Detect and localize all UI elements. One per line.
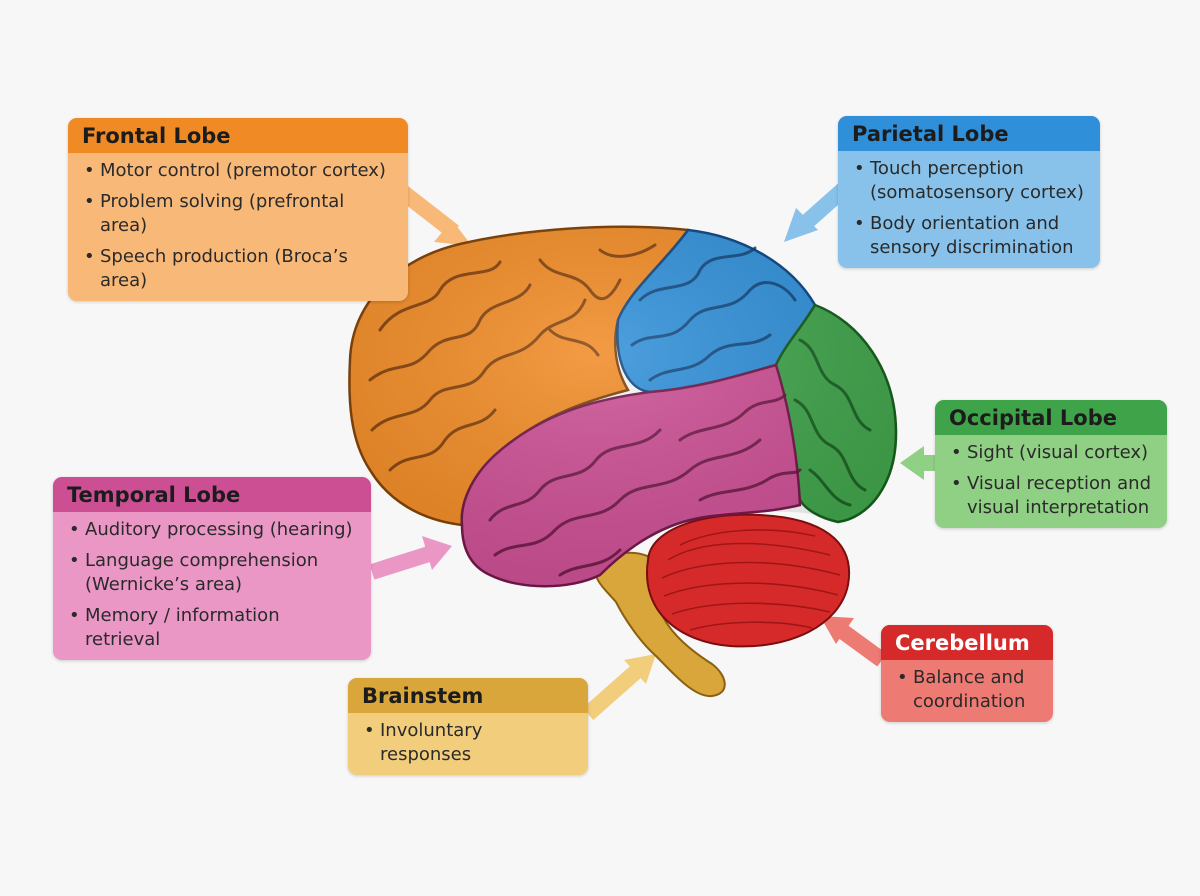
occipital-lobe-list: Sight (visual cortex) Visual reception a… <box>935 435 1167 528</box>
temporal-item-1-line-0: Language comprehension <box>85 550 319 571</box>
temporal-item-2-line-0: Memory / information retrieval <box>85 605 280 650</box>
temporal-item-0: Auditory processing (hearing) <box>69 518 359 542</box>
temporal-item-1-line-1: (Wernicke’s area) <box>85 574 243 595</box>
frontal-item-2: Speech production (Broca’s area) <box>84 245 396 293</box>
frontal-arrow <box>395 183 472 246</box>
temporal-lobe-title: Temporal Lobe <box>53 477 371 512</box>
brainstem-label: Brainstem Involuntary responses <box>348 678 588 775</box>
parietal-lobe-list: Touch perception (somatosensory cortex) … <box>838 151 1100 268</box>
cerebellum-item-0: Balance and coordination <box>897 666 1041 714</box>
cerebellum-region <box>645 513 851 648</box>
parietal-lobe-title: Parietal Lobe <box>838 116 1100 151</box>
parietal-item-1: Body orientation and sensory discriminat… <box>854 212 1088 260</box>
parietal-lobe-label: Parietal Lobe Touch perception (somatose… <box>838 116 1100 268</box>
frontal-lobe-title: Frontal Lobe <box>68 118 408 153</box>
brain-illustration <box>348 225 898 698</box>
cerebellum-title: Cerebellum <box>881 625 1053 660</box>
parietal-item-0-line-0: Touch perception <box>870 158 1024 179</box>
frontal-lobe-label: Frontal Lobe Motor control (premotor cor… <box>68 118 408 301</box>
frontal-item-1: Problem solving (prefrontal area) <box>84 190 396 238</box>
temporal-lobe-label: Temporal Lobe Auditory processing (heari… <box>53 477 371 660</box>
cerebellum-folds <box>661 529 841 631</box>
parietal-item-1-line-0: Body orientation and <box>870 213 1060 234</box>
occipital-item-0-line-0: Sight (visual cortex) <box>967 442 1149 463</box>
brainstem-title: Brainstem <box>348 678 588 713</box>
temporal-arrow <box>369 536 452 580</box>
brainstem-item-0: Involuntary responses <box>364 719 576 767</box>
parietal-item-1-line-1: sensory discrimination <box>870 237 1074 258</box>
parietal-arrow <box>784 182 851 242</box>
temporal-lobe-list: Auditory processing (hearing) Language c… <box>53 512 371 660</box>
connector-arrows <box>369 182 940 720</box>
cerebellum-item-0-line-1: coordination <box>913 691 1026 712</box>
parietal-item-0-line-1: (somatosensory cortex) <box>870 182 1084 203</box>
occipital-item-1-line-0: Visual reception and <box>967 473 1151 494</box>
temporal-item-1: Language comprehension (Wernicke’s area) <box>69 549 359 597</box>
temporal-item-2: Memory / information retrieval <box>69 604 359 652</box>
frontal-item-0: Motor control (premotor cortex) <box>84 159 396 183</box>
brainstem-arrow <box>582 654 656 720</box>
parietal-item-0: Touch perception (somatosensory cortex) <box>854 157 1088 205</box>
frontal-lobe-list: Motor control (premotor cortex) Problem … <box>68 153 408 301</box>
cerebellum-arrow <box>820 616 887 667</box>
occipital-lobe-title: Occipital Lobe <box>935 400 1167 435</box>
cerebellum-item-0-line-0: Balance and <box>913 667 1025 688</box>
occipital-arrow <box>900 446 940 480</box>
cerebellum-list: Balance and coordination <box>881 660 1053 722</box>
cerebellum-label: Cerebellum Balance and coordination <box>881 625 1053 722</box>
occipital-item-1-line-1: visual interpretation <box>967 497 1150 518</box>
brain-shading <box>349 226 897 587</box>
occipital-item-0: Sight (visual cortex) <box>951 441 1155 465</box>
temporal-item-0-line-0: Auditory processing (hearing) <box>85 519 353 540</box>
occipital-item-1: Visual reception and visual interpretati… <box>951 472 1155 520</box>
brainstem-list: Involuntary responses <box>348 713 588 775</box>
occipital-lobe-label: Occipital Lobe Sight (visual cortex) Vis… <box>935 400 1167 528</box>
